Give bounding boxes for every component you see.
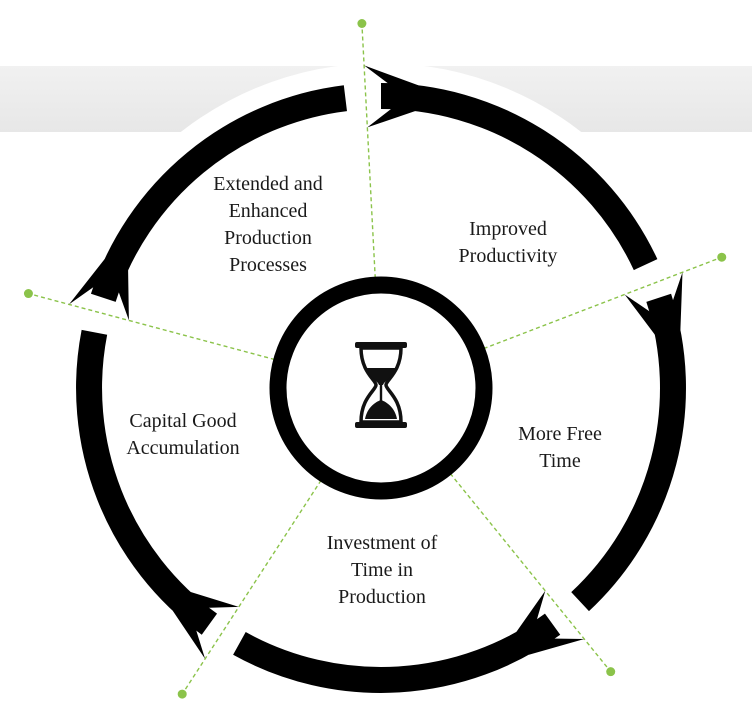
cycle-arrow-tail xyxy=(364,65,419,128)
divider-dot xyxy=(717,252,727,262)
stage-label-extended-production: Extended and Enhanced Production Process… xyxy=(178,171,358,279)
stage-label-line: Time in xyxy=(350,559,414,581)
stage-label-line: Extended and xyxy=(213,173,323,195)
stage-label-line: Productivity xyxy=(458,245,558,267)
stage-label-line: Time xyxy=(539,450,581,472)
stage-label-line: Improved xyxy=(469,218,547,240)
divider-line xyxy=(476,256,723,352)
stage-label-more-free-time: More Free Time xyxy=(480,421,640,475)
divider-dots xyxy=(23,19,727,699)
cycle-arrow-tail xyxy=(516,590,585,655)
divider-dot xyxy=(23,289,33,299)
cycle-ring xyxy=(69,65,686,693)
stage-label-line: Investment of xyxy=(326,532,438,554)
divider-dot xyxy=(177,689,187,699)
cycle-arrow-tail xyxy=(624,272,683,335)
stage-label-line: Enhanced xyxy=(228,200,308,222)
stage-label-line: Production xyxy=(338,586,426,608)
cycle-arc-segment xyxy=(571,293,686,612)
divider-line xyxy=(28,292,282,363)
cycle-arc-segment xyxy=(380,83,658,271)
cycle-arrow-tail xyxy=(173,592,239,659)
stage-label-line: Capital Good xyxy=(129,410,237,432)
stage-label-line: More Free xyxy=(518,423,602,445)
divider-line xyxy=(361,23,377,286)
hourglass-icon xyxy=(355,342,407,428)
stage-label-improved-productivity: Improved Productivity xyxy=(428,216,588,270)
stage-label-line: Processes xyxy=(229,254,307,276)
cycle-arc-segment xyxy=(90,85,347,302)
cycle-arc-segment xyxy=(76,329,218,635)
stage-label-capital-good-accumulation: Capital Good Accumulation xyxy=(98,408,268,462)
divider-line xyxy=(445,467,612,673)
divider-dot xyxy=(606,667,616,677)
divider-dot xyxy=(357,19,367,29)
cycle-arc-segment xyxy=(233,613,561,693)
divider-line xyxy=(181,474,326,695)
stage-label-line: Production xyxy=(224,227,312,249)
stage-label-line: Accumulation xyxy=(126,437,240,459)
stage-label-investment-of-time: Investment of Time in Production xyxy=(292,530,472,611)
divider-lines xyxy=(28,23,723,695)
cycle-arrow-tail xyxy=(69,259,129,321)
